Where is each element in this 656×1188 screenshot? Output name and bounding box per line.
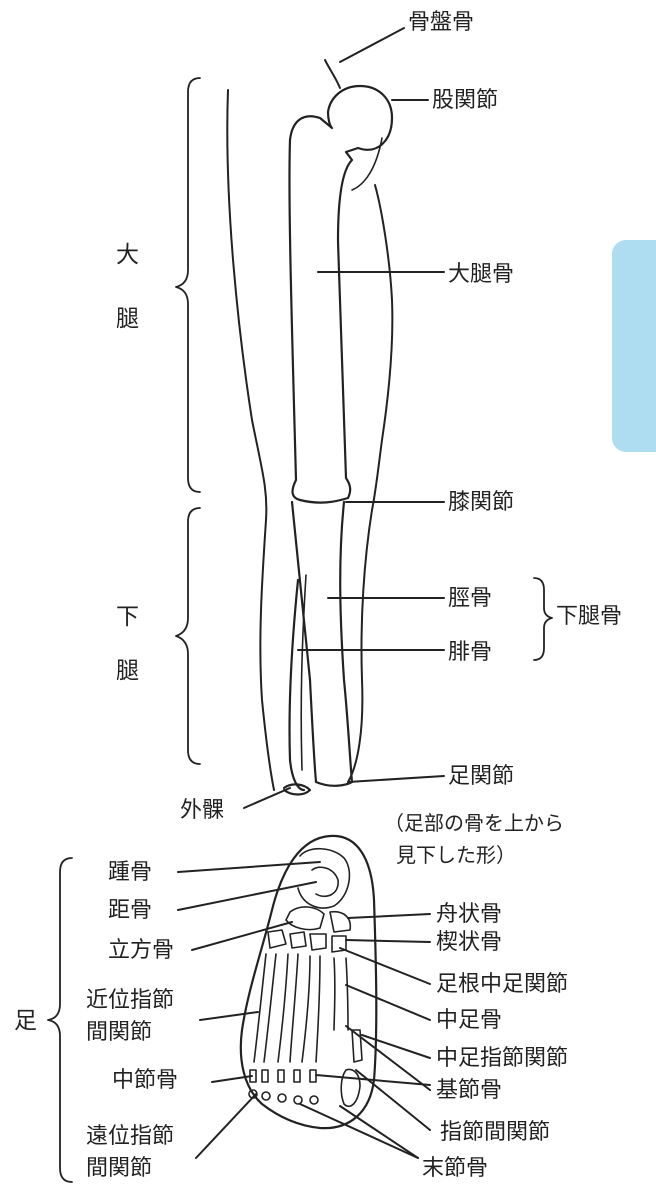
label-talus: 距骨 [108, 898, 153, 923]
label-tarsometatarsal: 足根中足関節 [436, 972, 569, 997]
thigh-label-1: 大 [116, 242, 139, 268]
foot-skeleton [239, 834, 378, 1130]
note-line-1: （足部の骨を上から [384, 811, 564, 835]
label-knee-joint: 膝関節 [448, 490, 515, 515]
label-cuneiform: 楔状骨 [436, 930, 503, 955]
label-pip-line1: 近位指節 [86, 988, 175, 1013]
note-line-2: 見下した形） [396, 843, 516, 867]
label-lateral-malleolus: 外髁 [180, 798, 225, 823]
label-femur: 大腿骨 [448, 262, 515, 287]
label-metatarsal: 中足骨 [436, 1008, 503, 1033]
braces [47, 77, 553, 1183]
lower-leg-label-2: 腿 [116, 658, 139, 684]
leader-lines [177, 27, 445, 1159]
section-tab [612, 240, 656, 452]
femur-bone [288, 84, 394, 504]
tibia-fibula [282, 500, 354, 796]
label-mtp-joint: 中足指節関節 [436, 1046, 569, 1071]
label-cuboid: 立方骨 [108, 938, 175, 963]
label-lower-leg-bones: 下腿骨 [556, 604, 623, 629]
label-pelvis: 骨盤骨 [408, 10, 475, 35]
label-ankle-joint: 足関節 [448, 764, 515, 789]
thigh-label-2: 腿 [116, 306, 139, 332]
label-navicular: 舟状骨 [436, 902, 503, 927]
lower-leg-label-1: 下 [116, 604, 139, 630]
label-fibula: 腓骨 [448, 640, 493, 665]
label-middle-phalanx: 中節骨 [112, 1068, 179, 1093]
label-distal-phalanx: 末節骨 [422, 1156, 489, 1181]
label-hip-joint: 股関節 [432, 88, 499, 113]
label-tibia: 脛骨 [448, 586, 493, 611]
label-dip-line1: 遠位指節 [86, 1124, 175, 1149]
label-interphalangeal: 指節間関節 [440, 1120, 551, 1145]
label-proximal-phalanx: 基節骨 [436, 1078, 503, 1103]
label-dip-line2: 間関節 [86, 1156, 153, 1181]
leg-outline [226, 59, 394, 791]
label-calcaneus: 踵骨 [108, 860, 153, 885]
foot-label: 足 [14, 1008, 37, 1034]
label-pip-line2: 間関節 [86, 1020, 153, 1045]
